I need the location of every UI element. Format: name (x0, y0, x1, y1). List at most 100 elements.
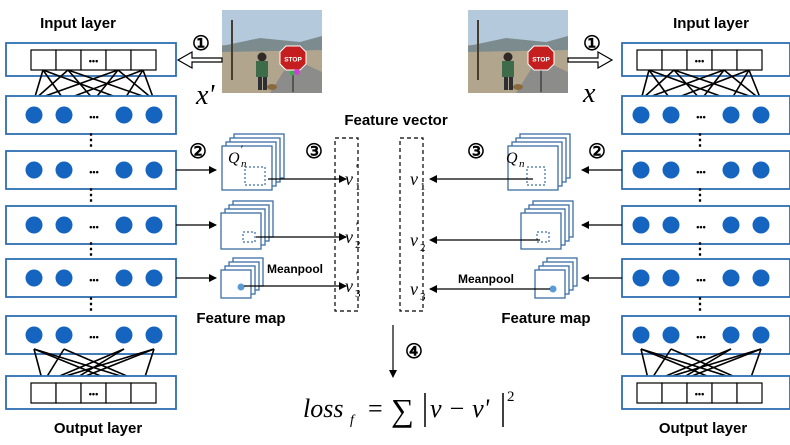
step-1-left: ① (192, 33, 210, 55)
feature-vector-title: Feature vector (344, 112, 448, 129)
right-layer-5-ellipsis: ••• (696, 332, 705, 342)
left-output-cells (30, 382, 157, 404)
left-q-sub: n (241, 158, 247, 170)
right-feature-map-title: Feature map (501, 310, 590, 327)
right-layer-4-ellipsis: ••• (696, 275, 705, 285)
left-v2-sub: 2 (355, 239, 361, 251)
left-q-prime: ' (240, 142, 243, 156)
right-photo-stop-text: STOP (532, 57, 550, 64)
right-output-layer-title: Output layer (659, 420, 748, 437)
step-2-left: ② (189, 141, 207, 163)
left-network: Input layer ••• ••• ⋮ ••• (5, 15, 177, 437)
left-v1-sub: 1 (355, 181, 361, 193)
left-hidden-layer-2 (5, 150, 177, 190)
left-input-layer-title: Input layer (40, 15, 116, 32)
step-3-right: ③ (467, 141, 485, 163)
left-vertical-dots-2: ⋮ (83, 187, 99, 204)
right-feature-map-2 (520, 200, 574, 250)
right-input-layer-title: Input layer (673, 15, 749, 32)
left-v3-prime: ' (355, 268, 358, 282)
right-v3-base: v (410, 279, 418, 299)
loss-sum: ∑ (391, 392, 414, 428)
left-hidden-layer-3 (5, 205, 177, 245)
step-4: ④ (405, 341, 423, 363)
right-hidden-layer-5 (621, 315, 790, 355)
right-vector-v3: v 3 (410, 279, 426, 303)
left-hidden-layer-4 (5, 258, 177, 298)
right-hidden-layer-4 (621, 258, 790, 298)
left-v2-prime: ' (355, 219, 358, 233)
left-input-photo: STOP (222, 10, 322, 93)
left-q-label: Q (228, 150, 240, 167)
left-photo-stop-text: STOP (284, 57, 302, 64)
left-vector-v3: v ' 3 (345, 268, 361, 300)
left-vertical-dots-3: ⋮ (83, 241, 99, 258)
left-input-cells (30, 49, 157, 71)
left-feature-map-2 (220, 200, 274, 250)
left-layer-1-ellipsis: ••• (89, 112, 98, 122)
left-vector-v2: v ' 2 (345, 219, 361, 251)
right-v3-sub: 3 (420, 291, 426, 303)
right-hidden-layer-3 (621, 205, 790, 245)
right-output-cells (636, 382, 763, 404)
right-vector-v2: v 2 (410, 230, 426, 254)
right-layer-2-ellipsis: ••• (696, 167, 705, 177)
right-q-sub: n (519, 158, 525, 170)
left-v3-sub: 3 (355, 288, 361, 300)
right-feature-map-3 (534, 257, 578, 299)
loss-body: v − v' (430, 394, 490, 423)
right-v1-sub: 1 (420, 181, 426, 193)
right-input-ellipsis: ••• (695, 56, 704, 66)
right-v2-sub: 2 (420, 242, 426, 254)
right-v2-base: v (410, 230, 418, 250)
left-feature-map-3 (220, 257, 264, 299)
left-layer-5-ellipsis: ••• (89, 332, 98, 342)
right-feature-map-1 (507, 133, 571, 191)
right-v1-base: v (410, 169, 418, 189)
left-layer-3-ellipsis: ••• (89, 222, 98, 232)
left-v1-prime: ' (355, 161, 358, 175)
left-vertical-dots-1: ⋮ (83, 132, 99, 149)
step-1-right: ① (583, 33, 601, 55)
left-output-layer-title: Output layer (54, 420, 143, 437)
left-output-ellipsis: ••• (89, 389, 98, 399)
left-feature-map-title: Feature map (196, 310, 285, 327)
left-v3-base: v (345, 276, 353, 296)
right-output-ellipsis: ••• (695, 389, 704, 399)
left-input-connections (33, 69, 155, 101)
left-v2-base: v (345, 227, 353, 247)
right-vector-v1: v 1 (410, 169, 426, 193)
right-meanpool-label: Meanpool (458, 272, 514, 286)
right-hidden-layer-2 (621, 150, 790, 190)
left-vector-v1: v ' 1 (345, 161, 361, 193)
right-layer-1-ellipsis: ••• (696, 112, 705, 122)
step-2-right: ② (588, 141, 606, 163)
loss-formula: loss f = ∑ v − v' 2 (303, 389, 515, 428)
left-layer-2-ellipsis: ••• (89, 167, 98, 177)
left-vertical-dots-4: ⋮ (83, 296, 99, 313)
left-input-arrow (176, 50, 223, 70)
right-q-label: Q (506, 150, 518, 167)
left-feature-map-1 (221, 133, 285, 191)
right-vertical-dots-1: ⋮ (692, 132, 708, 149)
left-hidden-layer-5 (5, 315, 177, 355)
loss-equals: = (368, 394, 383, 423)
right-hidden-layer-1 (621, 95, 790, 135)
left-input-ellipsis: ••• (89, 56, 98, 66)
right-vertical-dots-2: ⋮ (692, 187, 708, 204)
right-input-connections (640, 69, 762, 101)
loss-lhs: loss (303, 394, 343, 423)
right-input-photo: STOP (468, 10, 568, 93)
left-v1-base: v (345, 169, 353, 189)
loss-exponent: 2 (507, 389, 515, 405)
loss-lhs-sub: f (350, 413, 356, 428)
right-input-arrow (567, 50, 614, 70)
right-layer-3-ellipsis: ••• (696, 222, 705, 232)
step-3-left: ③ (305, 141, 323, 163)
right-network: Input layer ••• ••• ⋮ ••• (621, 15, 790, 437)
left-layer-4-ellipsis: ••• (89, 275, 98, 285)
left-meanpool-label: Meanpool (267, 262, 323, 276)
right-vertical-dots-3: ⋮ (692, 241, 708, 258)
right-vertical-dots-4: ⋮ (692, 296, 708, 313)
